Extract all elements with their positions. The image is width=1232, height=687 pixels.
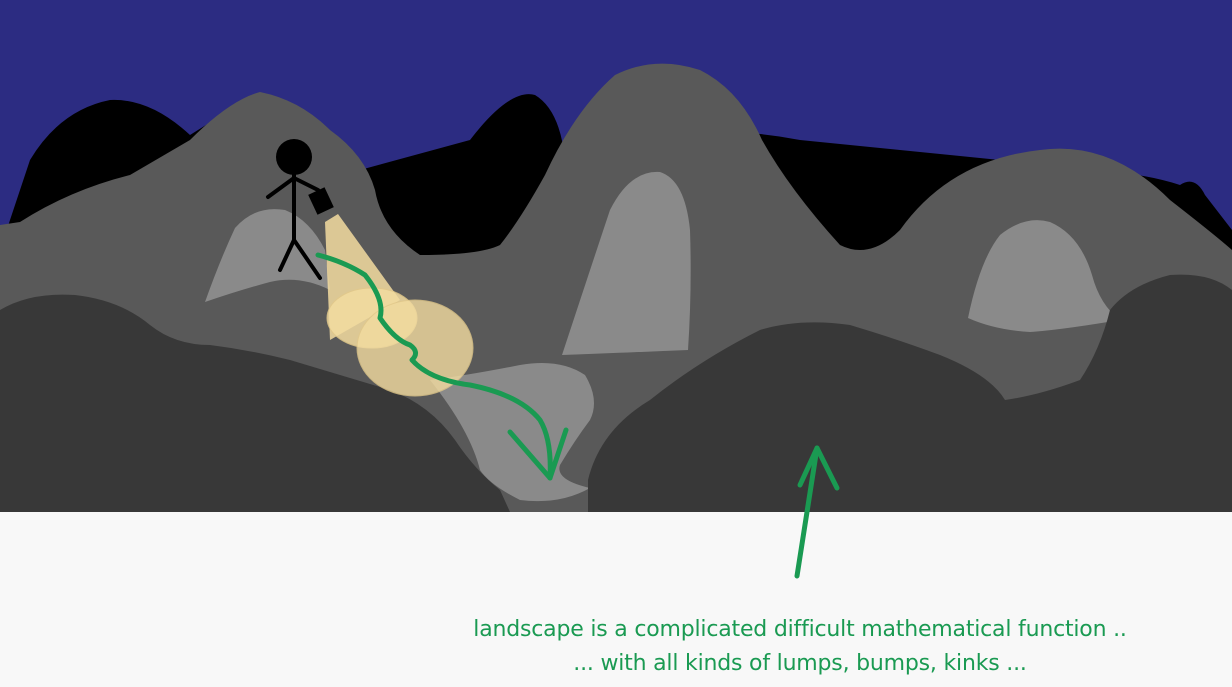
up-arrow-icon (794, 445, 840, 579)
curved-down-arrow-icon (315, 252, 569, 481)
caption-line-1: landscape is a complicated difficult mat… (473, 617, 1127, 642)
near-hills-right (588, 274, 1232, 512)
caption-line-2: ... with all kinds of lumps, bumps, kink… (573, 651, 1027, 676)
near-hills-left (0, 294, 510, 512)
white-ground (0, 512, 1232, 687)
light-patch-right (968, 220, 1120, 332)
light-patch-left (205, 209, 330, 302)
stick-figure-with-torch-icon (266, 139, 334, 280)
light-patch-center-peak (562, 171, 691, 355)
